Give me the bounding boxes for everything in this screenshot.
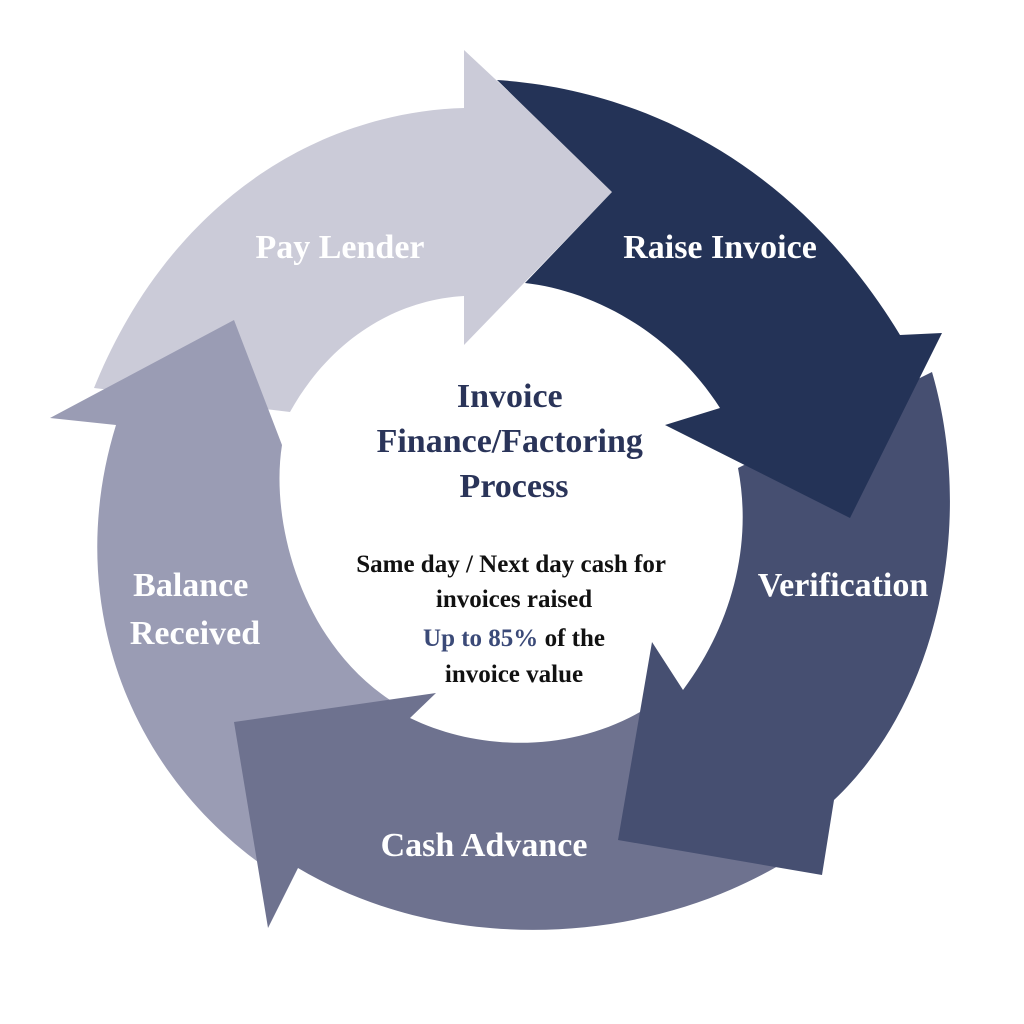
- center-body-line3-rest: of the: [538, 625, 605, 652]
- raise-invoice-label: Raise Invoice: [623, 229, 817, 266]
- center-title-line2: Finance/Factoring: [377, 423, 643, 460]
- center-title-line3: Process: [460, 468, 569, 505]
- center-body: Same day / Next day cash for invoices ra…: [356, 551, 672, 613]
- center-body-line1: Same day / Next day cash for: [356, 551, 666, 578]
- cash-advance-label: Cash Advance: [381, 827, 588, 864]
- center-title: Invoice Finance/Factoring Process: [377, 378, 652, 505]
- center-body-highlight: Up to 85%: [423, 625, 538, 652]
- balance-received-label-line1: Balance: [133, 567, 248, 604]
- balance-received-label-line2: Received: [130, 615, 260, 652]
- balance-received-label: Balance Received: [130, 567, 260, 652]
- center-body-line3: Up to 85% of the: [423, 625, 605, 652]
- verification-arrow: [618, 372, 950, 875]
- verification-label: Verification: [758, 567, 929, 604]
- center-title-line1: Invoice: [457, 378, 563, 415]
- center-body-line4: invoice value: [445, 661, 583, 688]
- pay-lender-arrow: [94, 50, 614, 412]
- center-body-line2: invoices raised: [436, 586, 592, 613]
- pay-lender-label: Pay Lender: [255, 229, 424, 266]
- raise-invoice-arrow: [497, 80, 942, 518]
